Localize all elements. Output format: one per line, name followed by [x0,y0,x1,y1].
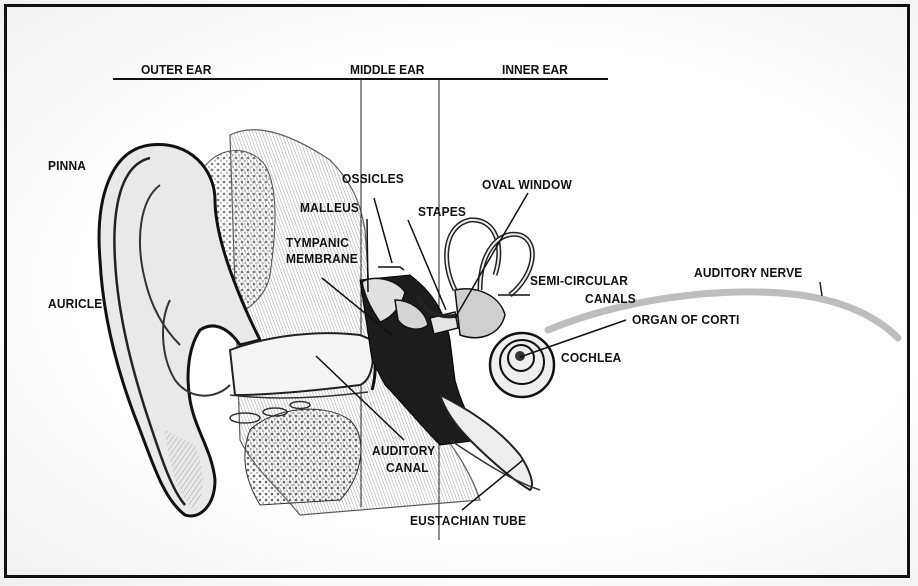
label-auditory-nerve: AUDITORY NERVE [694,265,802,280]
label-organ-of-corti: ORGAN OF CORTI [632,312,740,327]
label-oval-window: OVAL WINDOW [482,177,572,192]
header-middle-ear: MIDDLE EAR [350,62,424,77]
label-auditory-canal-line2: CANAL [386,460,429,475]
label-auricle: AURICLE [48,296,102,311]
label-auditory-canal-line1: AUDITORY [372,443,435,458]
label-semi-circular-line1: SEMI-CIRCULAR [530,273,628,288]
frame-border [4,4,910,578]
label-pinna: PINNA [48,158,86,173]
label-semi-circular-line2: CANALS [585,291,636,306]
label-stapes: STAPES [418,204,466,219]
header-outer-ear: OUTER EAR [141,62,211,77]
label-tympanic-membrane-line1: TYMPANIC [286,235,349,250]
label-malleus: MALLEUS [300,200,359,215]
label-tympanic-membrane-line2: MEMBRANE [286,251,358,266]
header-inner-ear: INNER EAR [502,62,568,77]
label-cochlea: COCHLEA [561,350,621,365]
label-eustachian-tube: EUSTACHIAN TUBE [410,513,526,528]
label-ossicles: OSSICLES [342,171,404,186]
